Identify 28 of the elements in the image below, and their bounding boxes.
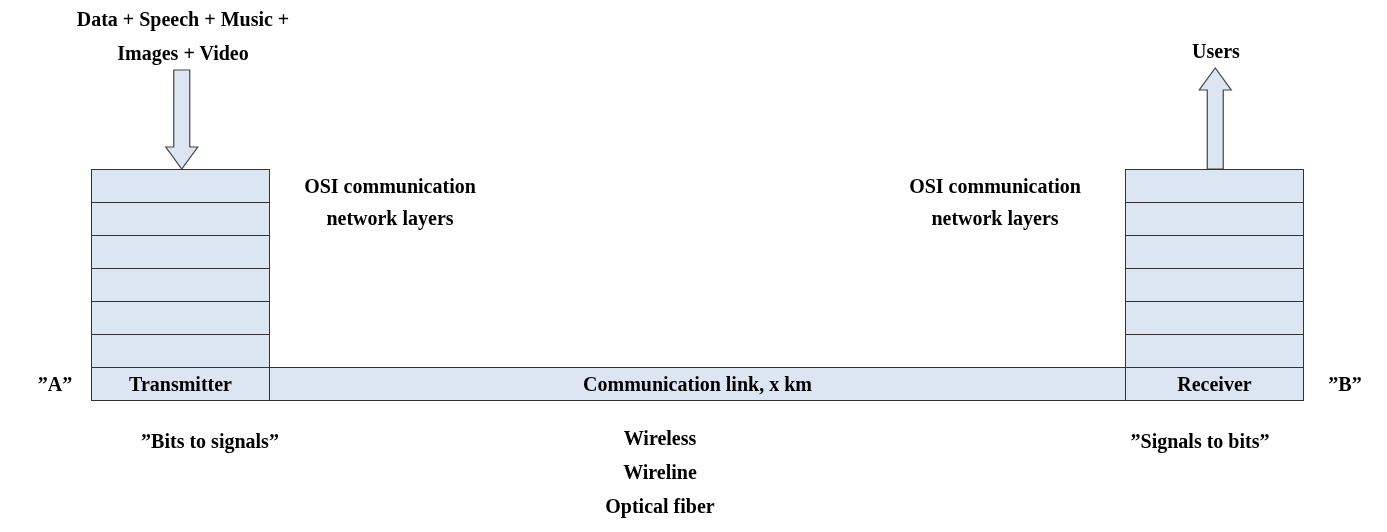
block-arrow	[1198, 66, 1233, 170]
layer-box	[91, 235, 270, 269]
layer-box	[1125, 169, 1304, 203]
layer-box	[1125, 301, 1304, 335]
medium-label: Optical fiber	[604, 494, 716, 520]
block-arrow	[164, 69, 199, 171]
function-note: ”Bits to signals”	[140, 429, 280, 455]
endpoint-label: ”B”	[1327, 372, 1363, 397]
layer-box	[91, 202, 270, 236]
layer-box	[91, 169, 270, 203]
layer-box	[1125, 334, 1304, 368]
layer-box	[91, 334, 270, 368]
receiver-layer: Receiver	[1125, 367, 1304, 401]
layer-box	[1125, 202, 1304, 236]
users-text: Users	[1170, 34, 1262, 68]
transmitter-layer: Transmitter	[91, 367, 270, 401]
source-text: Data + Speech + Music + Images + Video	[58, 2, 308, 70]
layer-box	[1125, 268, 1304, 302]
function-note: ”Signals to bits”	[1129, 429, 1271, 455]
layer-box	[91, 301, 270, 335]
endpoint-label: ”A”	[36, 372, 74, 397]
medium-label: Wireless	[622, 426, 698, 451]
communication-link-band: Communication link, x km	[269, 367, 1126, 401]
layer-box	[1125, 235, 1304, 269]
layer-box	[91, 268, 270, 302]
medium-label: Wireline	[622, 460, 698, 485]
osi-layers-note: OSI communication network layers	[303, 174, 477, 232]
osi-layers-note: OSI communication network layers	[908, 174, 1082, 232]
